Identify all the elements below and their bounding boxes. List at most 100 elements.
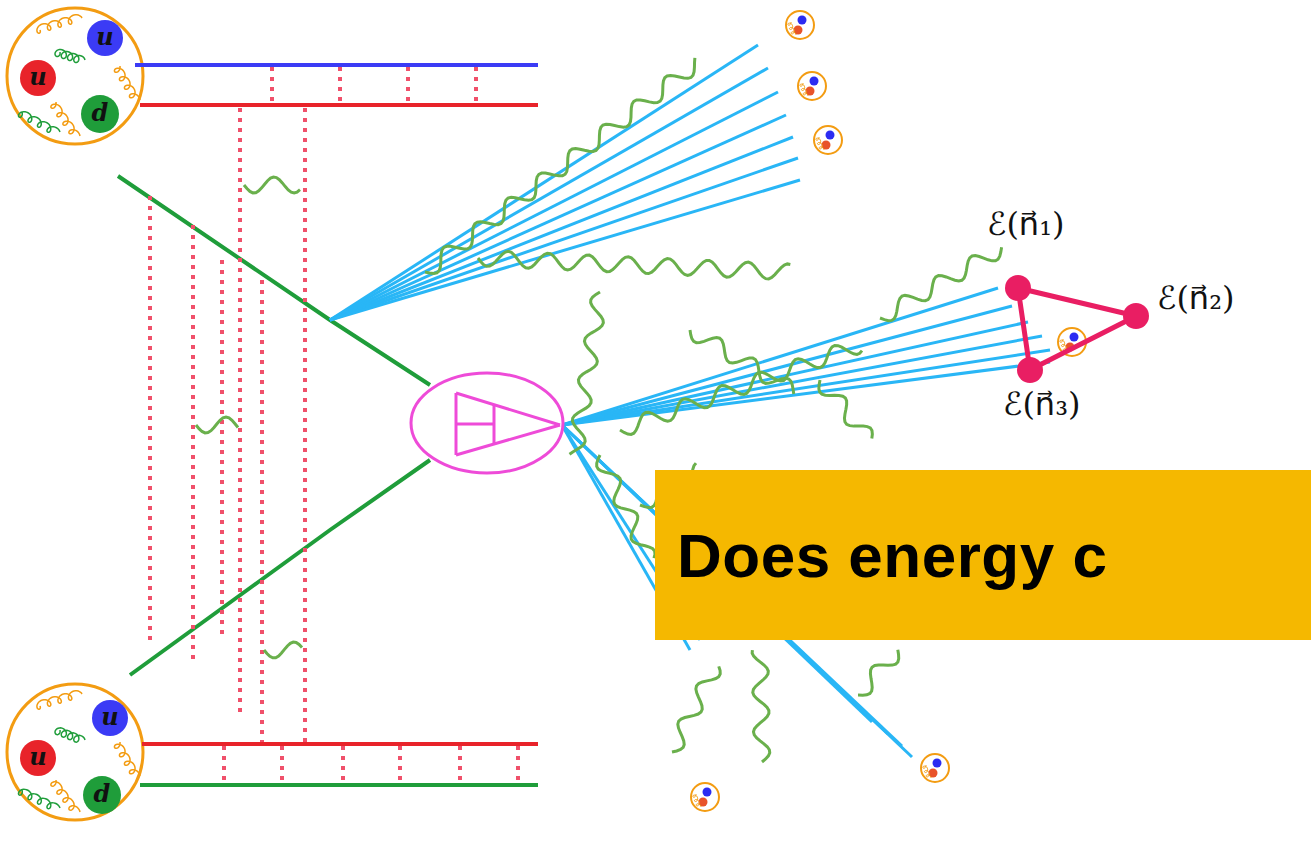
dotted-line [222,746,226,783]
dotted-line [474,67,478,103]
correlator-link [1042,322,1125,364]
gluon-curl [18,789,60,808]
gluon-curl [18,112,60,133]
title-banner: Does energy c [655,470,1311,640]
hard-process [411,373,563,473]
parton-line [118,176,430,385]
feynman-line [456,423,494,426]
hadron-gluon [816,137,824,150]
hard-process-blob [411,373,563,473]
quark-circle: d [81,95,119,133]
gluon-wave [569,292,603,454]
correlator-link [1020,301,1028,357]
gluon-curl [114,742,140,776]
hadron-outline [814,126,842,154]
quark-line [140,103,538,107]
jet-line [330,158,798,320]
generated-strokes [18,11,1086,812]
gluon-curl [55,728,85,742]
banner-text: Does energy c [655,520,1107,591]
quark-label: u [101,705,118,729]
jet-line [330,68,768,320]
gluon-wave [819,380,872,438]
dotted-line [238,108,242,715]
gluon-wave [244,177,300,193]
dotted-line [191,225,195,665]
jet-line [330,180,800,320]
dotted-line [458,746,462,783]
dotted-line [398,746,402,783]
hadron-quark [826,131,835,140]
correlator-label: ℰ(n⃗₁) [987,205,1064,243]
correlator-point: ℰ(n⃗₁) [1005,275,1031,301]
quark-label: u [96,25,113,49]
dotted-line [341,746,345,783]
hadron-gluon [923,765,931,778]
correlator-label: ℰ(n⃗₃) [1003,385,1080,423]
correlator-point: ℰ(n⃗₂) [1123,303,1149,329]
hadron-outline [691,783,719,811]
hadron-gluon [800,83,808,96]
correlator-label: ℰ(n⃗₂) [1157,279,1234,317]
quark-circle: u [87,20,123,56]
quark-circle: u [20,740,56,776]
dotted-line [260,280,264,742]
hadron-quark [810,77,819,86]
gluon-wave [478,251,790,279]
quark-circle: u [92,700,128,736]
spectator-lines [118,65,538,785]
gluon-wave [264,642,302,658]
quark-label: d [94,782,111,806]
gluon-curl [114,66,140,100]
hadron-gluon [693,794,701,807]
hadron-quark [703,788,712,797]
quark-line [142,742,538,746]
hadron-outline [798,72,826,100]
hadron-quark [798,16,807,25]
hadron-quark [933,759,942,768]
gluon-curl [51,102,80,136]
quark-label: u [29,65,46,89]
dotted-line [270,67,274,103]
dotted-line [280,746,284,783]
gluon-wave [690,330,794,394]
feynman-line [456,425,560,455]
dotted-line [406,67,410,103]
dotted-line [516,746,520,783]
dotted-line [338,67,342,103]
hadron-icon [691,783,719,811]
hadron-icon [798,72,826,100]
correlator-point: ℰ(n⃗₃) [1017,357,1043,383]
jet-line [330,115,786,320]
quark-line [135,63,538,67]
exchange-lines [150,67,518,783]
hadron-gluon [788,22,796,35]
gluon-curl [37,691,82,710]
dotted-line [220,260,224,640]
gluon-wave [752,650,770,762]
jet-line [330,45,758,320]
correlator-link [1031,291,1124,313]
hadron-outline [921,754,949,782]
quark-label: u [29,745,46,769]
quark-circle: d [83,776,121,814]
hadron-icon [786,11,814,39]
gluon-wave [196,417,238,433]
dotted-line [148,196,152,640]
hadron-quark [1070,333,1079,342]
gluon-curl [51,780,80,812]
quark-circle: u [20,60,56,96]
feynman-line [456,393,560,425]
gluon-wave [620,345,862,434]
hadron-outline [786,11,814,39]
hadron-icon [814,126,842,154]
feynman-line [493,405,496,443]
gluon-wave [880,247,1002,320]
proton-outline [7,684,143,820]
gluon-curl [37,15,82,34]
quark-label: d [92,101,109,125]
jet-line [562,362,1050,425]
jet-line [562,336,1042,425]
